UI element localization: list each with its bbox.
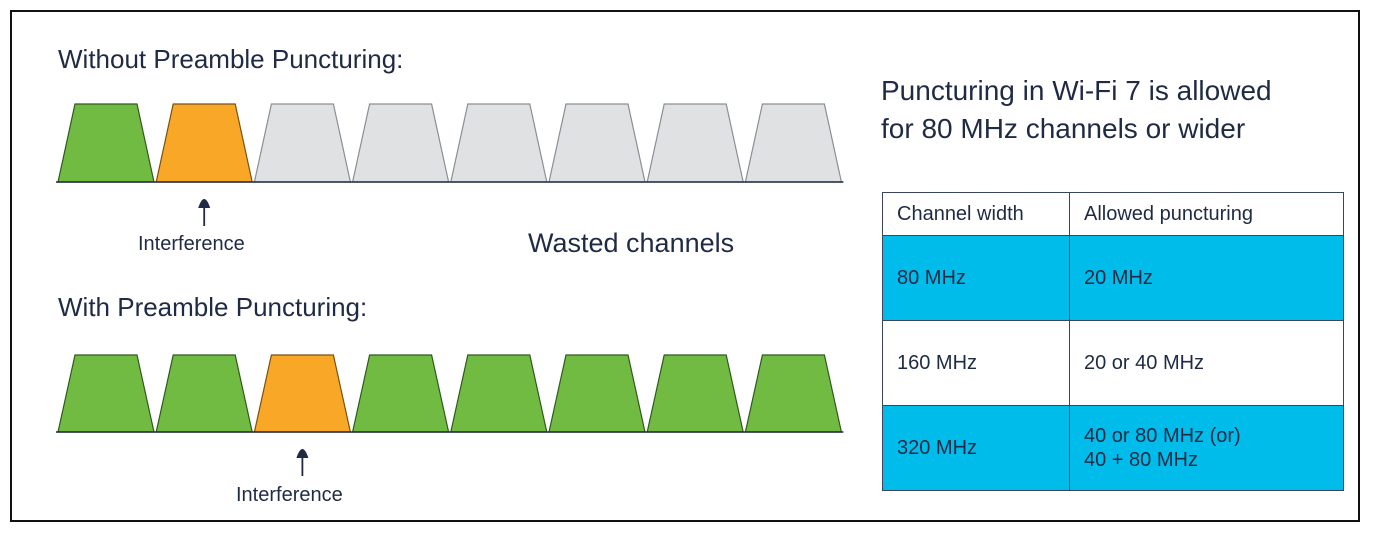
cell-line: 40 + 80 MHz [1084,449,1198,471]
cell-allowed-puncturing: 40 or 80 MHz (or) 40 + 80 MHz [1069,405,1344,491]
interference-arrow-icon [296,449,309,458]
wasted-channel [548,103,646,183]
wasted-channel [351,103,450,183]
cell-allowed-puncturing: 20 or 40 MHz [1069,320,1344,406]
puncturing-info-line-1: Puncturing in Wi-Fi 7 is allowed [881,75,1272,106]
interference-label-bottom: Interference [236,484,343,506]
clean-channel [450,354,548,433]
cell-line: 20 MHz [1084,267,1153,289]
without-puncturing-heading: Without Preamble Puncturing: [58,44,404,74]
table-header-row: Channel width Allowed puncturing [882,192,1344,236]
header-allowed-puncturing: Allowed puncturing [1069,192,1344,236]
wasted-channel [450,103,548,183]
cell-channel-width: 160 MHz [882,320,1070,406]
header-channel-width: Channel width [882,192,1070,236]
puncturing-info-line-2: for 80 MHz channels or wider [881,113,1246,144]
interference-label-top: Interference [138,233,245,255]
interference-arrow-icon [198,199,211,208]
clean-channel [155,354,253,433]
clean-channel [57,354,155,433]
table-row: 320 MHz 40 or 80 MHz (or) 40 + 80 MHz [882,405,1344,491]
clean-channel [57,103,155,183]
wasted-channel [253,103,352,183]
cell-channel-width: 320 MHz [882,405,1070,491]
puncturing-table: Channel width Allowed puncturing 80 MHz … [882,192,1344,491]
cell-line: 20 or 40 MHz [1084,352,1205,374]
cell-line: 40 or 80 MHz (or) [1084,425,1241,447]
clean-channel [646,354,744,433]
puncturing-info: Puncturing in Wi-Fi 7 is allowed for 80 … [881,72,1341,148]
wasted-channel [646,103,744,183]
with-puncturing-heading: With Preamble Puncturing: [58,292,368,322]
cell-channel-width: 80 MHz [882,235,1070,321]
clean-channel [351,354,450,433]
clean-channel [744,354,843,433]
interference-channel [253,354,352,433]
interference-channel [155,103,253,183]
wasted-channels-label: Wasted channels [528,228,735,258]
clean-channel [548,354,646,433]
wasted-channel [744,103,843,183]
cell-allowed-puncturing: 20 MHz [1069,235,1344,321]
table-row: 80 MHz 20 MHz [882,235,1344,321]
table-row: 160 MHz 20 or 40 MHz [882,320,1344,406]
